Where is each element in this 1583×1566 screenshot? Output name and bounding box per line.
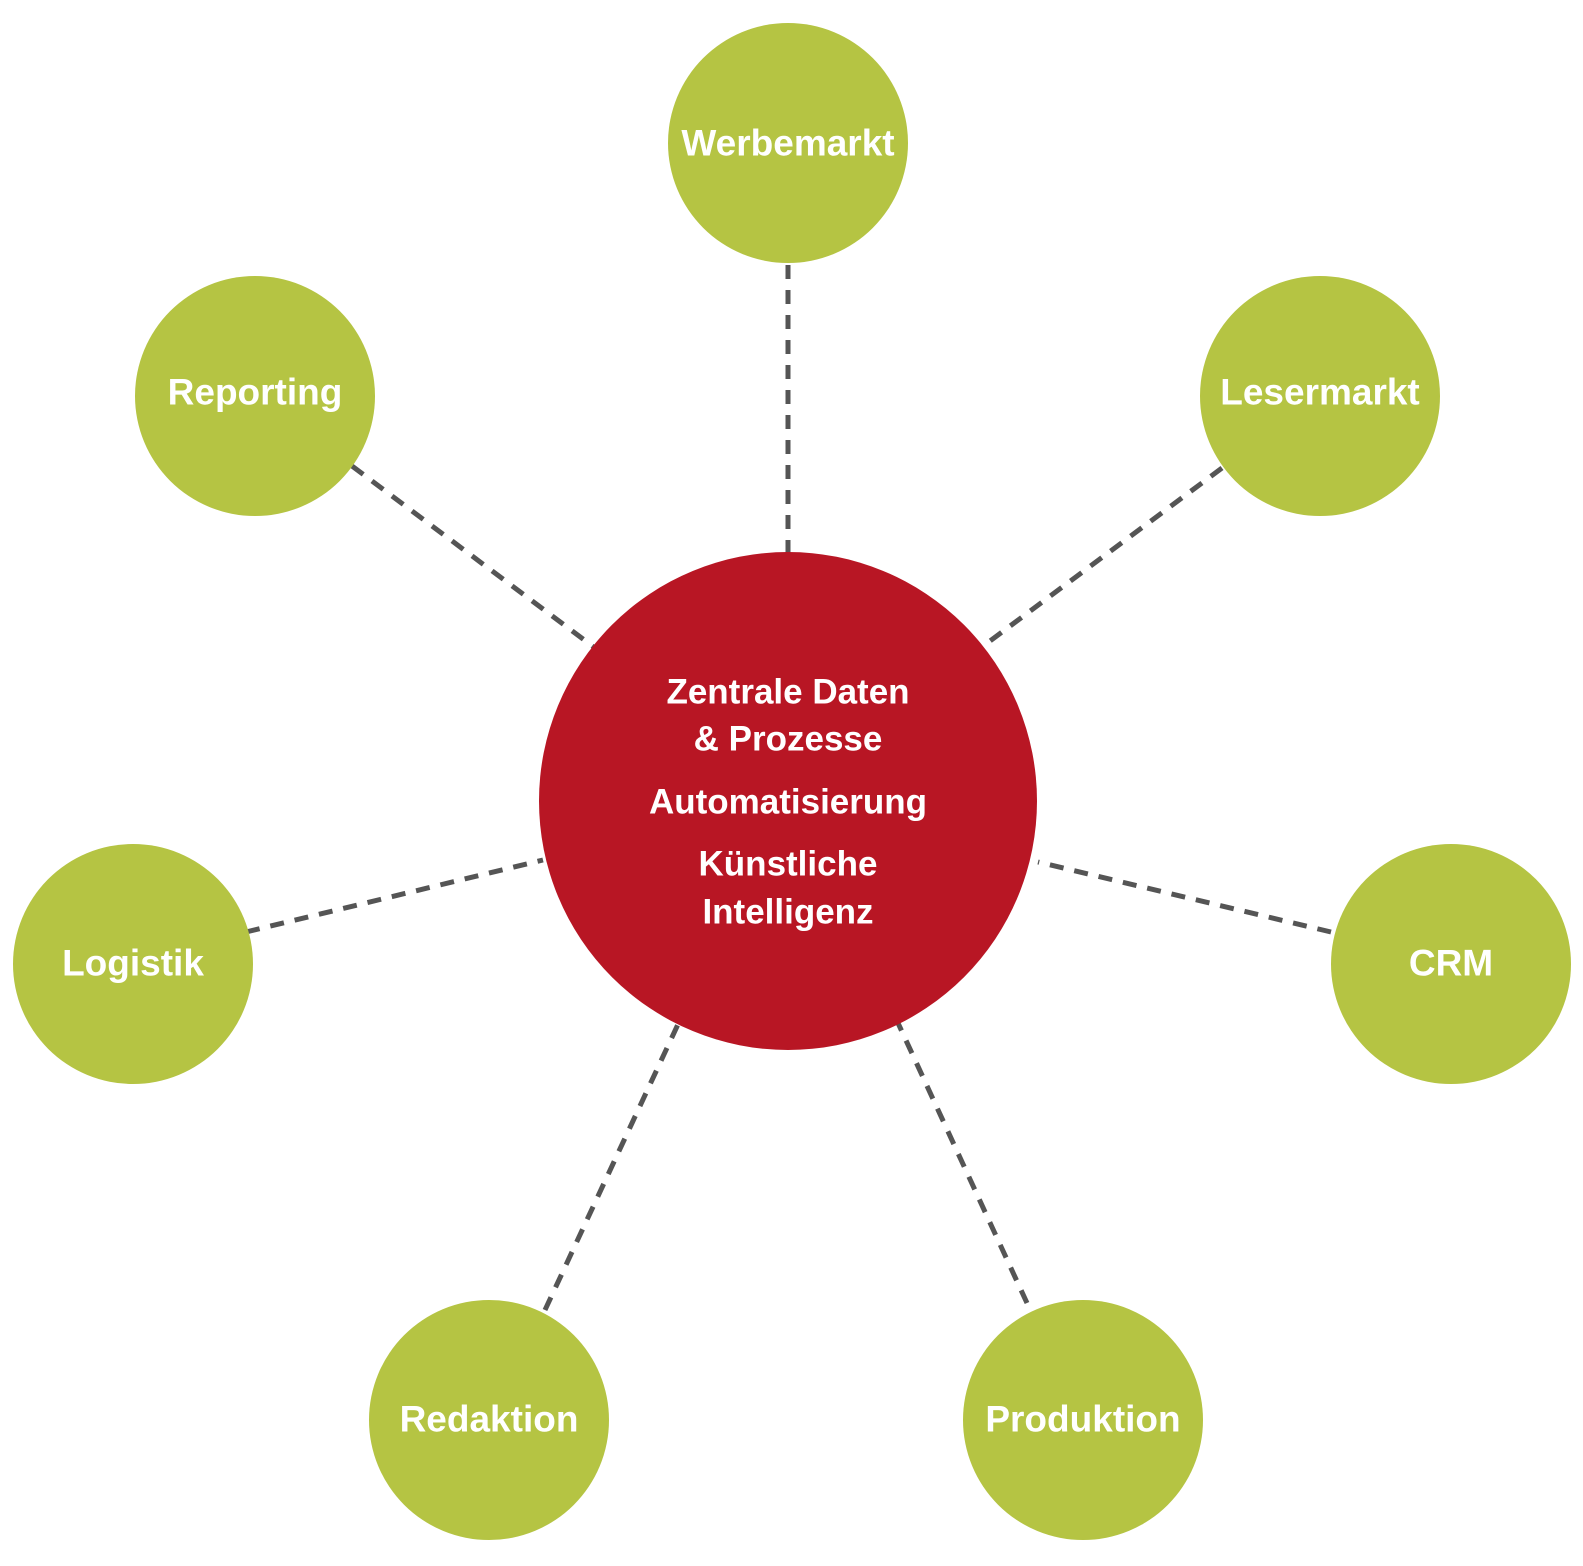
node-label-crm: CRM bbox=[1409, 943, 1493, 984]
center-line-4: Künstliche bbox=[699, 845, 878, 884]
connector-redaktion bbox=[542, 1018, 683, 1312]
center-line-2: & Prozesse bbox=[694, 720, 883, 759]
node-circle-reporting bbox=[135, 276, 375, 516]
connector-crm bbox=[1037, 859, 1332, 935]
node-produktion: Produktion bbox=[963, 1300, 1203, 1540]
node-logistik: Logistik bbox=[13, 844, 253, 1084]
node-circle-logistik bbox=[13, 844, 253, 1084]
node-circle-redaktion bbox=[369, 1300, 609, 1540]
connector-logistik bbox=[245, 857, 544, 935]
node-werbemarkt: Werbemarkt bbox=[668, 23, 908, 263]
connector-produktion bbox=[895, 1021, 1030, 1305]
center-circle bbox=[539, 552, 1037, 1050]
center-line-3: Automatisierung bbox=[649, 783, 927, 822]
node-redaktion: Redaktion bbox=[369, 1300, 609, 1540]
node-label-redaktion: Redaktion bbox=[400, 1399, 579, 1440]
node-circle-produktion bbox=[963, 1300, 1203, 1540]
connectors bbox=[245, 265, 1332, 1312]
center-hub: Zentrale Daten & Prozesse Automatisierun… bbox=[539, 552, 1037, 1050]
node-label-lesermarkt: Lesermarkt bbox=[1220, 372, 1420, 413]
center-line-1: Zentrale Daten bbox=[666, 673, 909, 712]
node-reporting: Reporting bbox=[135, 276, 375, 516]
node-circle-lesermarkt bbox=[1200, 276, 1440, 516]
node-label-logistik: Logistik bbox=[62, 943, 204, 984]
connector-lesermarkt bbox=[988, 465, 1224, 644]
node-label-reporting: Reporting bbox=[168, 372, 343, 413]
node-lesermarkt: Lesermarkt bbox=[1200, 276, 1440, 516]
node-crm: CRM bbox=[1331, 844, 1571, 1084]
center-line-5: Intelligenz bbox=[702, 893, 873, 932]
node-circle-werbemarkt bbox=[668, 23, 908, 263]
connector-reporting bbox=[350, 463, 597, 651]
node-label-produktion: Produktion bbox=[985, 1399, 1180, 1440]
node-label-werbemarkt: Werbemarkt bbox=[681, 123, 894, 164]
node-circle-crm bbox=[1331, 844, 1571, 1084]
